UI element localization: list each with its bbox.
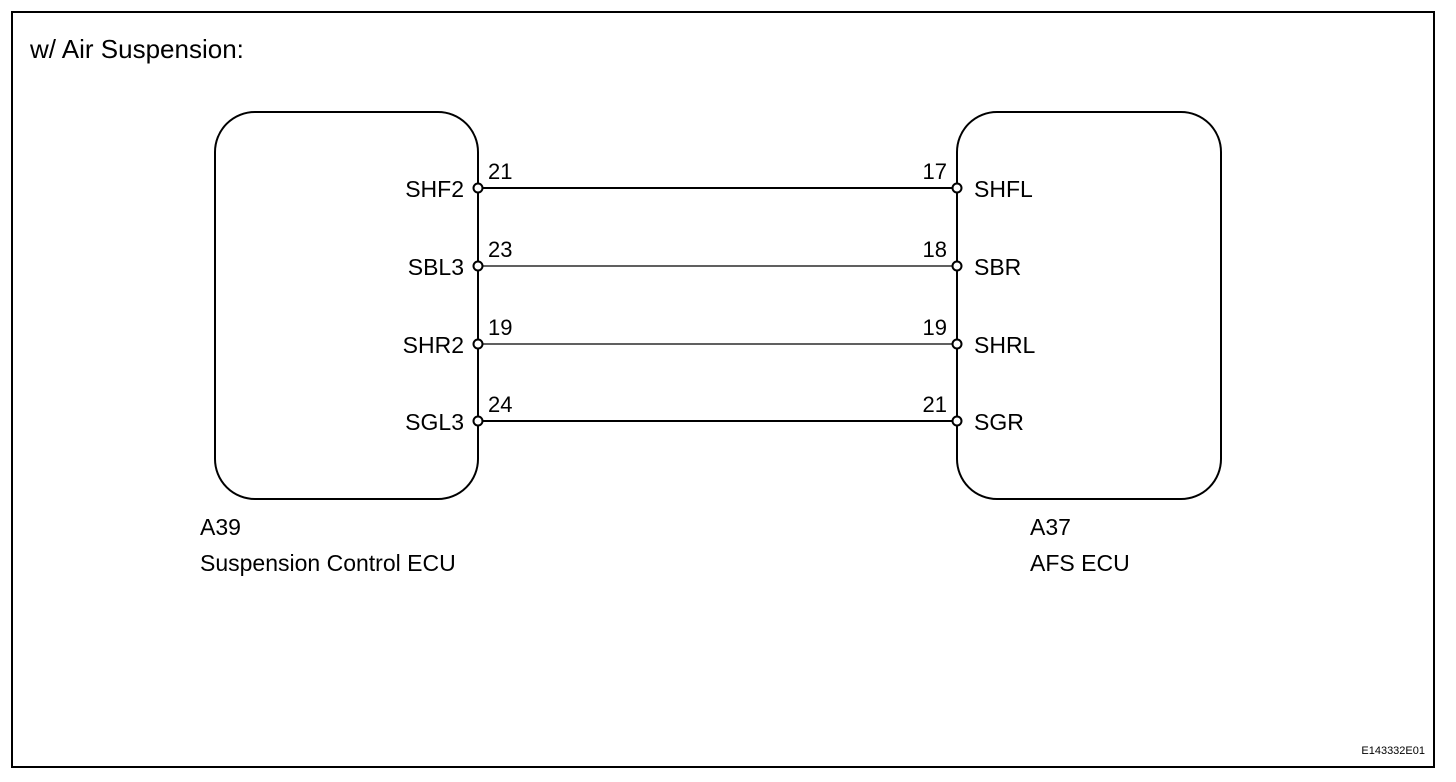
right-ecu-box	[956, 111, 1222, 500]
left-ecu-code: A39	[200, 514, 241, 540]
left-terminal-1	[472, 182, 484, 194]
right-ecu-code: A37	[1030, 514, 1071, 540]
right-terminal-1	[951, 182, 963, 194]
left-ecu-name: Suspension Control ECU	[200, 550, 456, 576]
right-signal-label-3: SHRL	[974, 332, 1036, 358]
left-pin-number-1: 21	[488, 159, 512, 184]
diagram-frame	[11, 11, 1435, 768]
left-pin-number-3: 19	[488, 315, 512, 340]
right-pin-number-4: 21	[923, 392, 947, 417]
right-signal-label-4: SGR	[974, 409, 1024, 435]
left-terminal-3	[472, 338, 484, 350]
left-pin-number-2: 23	[488, 237, 512, 262]
right-pin-number-1: 17	[923, 159, 947, 184]
left-terminal-2	[472, 260, 484, 272]
right-terminal-4	[951, 415, 963, 427]
left-pin-number-4: 24	[488, 392, 512, 417]
figure-reference: E143332E01	[1361, 745, 1425, 757]
left-signal-label-3: SHR2	[403, 332, 464, 358]
right-signal-label-2: SBR	[974, 254, 1021, 280]
left-signal-label-2: SBL3	[408, 254, 464, 280]
right-pin-number-2: 18	[923, 237, 947, 262]
diagram-title: w/ Air Suspension:	[29, 34, 244, 64]
right-terminal-2	[951, 260, 963, 272]
left-ecu-box	[214, 111, 479, 500]
right-terminal-3	[951, 338, 963, 350]
left-signal-label-1: SHF2	[405, 176, 464, 202]
right-pin-number-3: 19	[923, 315, 947, 340]
left-terminal-4	[472, 415, 484, 427]
right-ecu-name: AFS ECU	[1030, 550, 1130, 576]
right-signal-label-1: SHFL	[974, 176, 1033, 202]
left-signal-label-4: SGL3	[405, 409, 464, 435]
